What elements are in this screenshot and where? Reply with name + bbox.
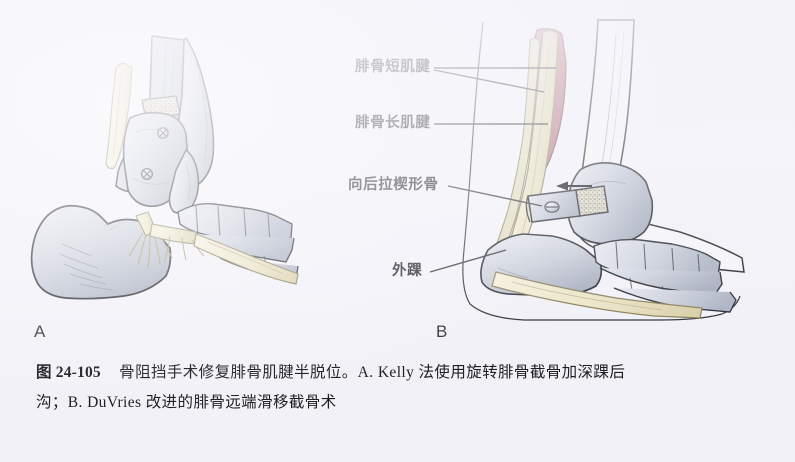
caption-line-1: 骨阻挡手术修复腓骨肌腱半脱位。A. Kelly 法使用旋转腓骨截骨加深踝后 bbox=[119, 364, 626, 381]
sliding-osteotomy-graft-b bbox=[525, 185, 609, 223]
figure-number: 图 24-105 bbox=[36, 364, 101, 381]
metatarsal-bones-b bbox=[480, 233, 737, 313]
leader-line-lateral-malleolus bbox=[429, 249, 507, 273]
skin-outline-b bbox=[462, 21, 741, 321]
calcaneus-bone bbox=[30, 204, 172, 300]
figure-caption: 图 24-105 骨阻挡手术修复腓骨肌腱半脱位。A. Kelly 法使用旋转腓骨… bbox=[36, 358, 752, 418]
panel-letter-a: A bbox=[34, 322, 46, 341]
panel-letter-b: B bbox=[436, 322, 448, 341]
panel-a-illustration bbox=[30, 35, 299, 300]
frayed-tendon-fibers-a bbox=[128, 211, 299, 285]
annotation-peroneus-longus-tendon: 腓骨长肌腱 bbox=[355, 115, 431, 131]
tendon-under-foot-b bbox=[491, 271, 703, 319]
annotation-lateral-malleolus: 外踝 bbox=[392, 263, 423, 279]
fixation-screw-upper bbox=[157, 127, 169, 139]
rotated-fibular-graft bbox=[122, 111, 189, 208]
annotation-peroneus-brevis-tendon: 腓骨短肌腱 bbox=[355, 59, 431, 75]
panel-b-illustration bbox=[462, 19, 745, 321]
posterior-pull-arrow bbox=[556, 181, 592, 191]
annotation-wedge-bone-pulled-posteriorly: 向后拉楔形骨 bbox=[348, 177, 439, 193]
caption-line-2: 沟；B. DuVries 改进的腓骨远端滑移截骨术 bbox=[36, 394, 337, 411]
fixation-screw-lower bbox=[141, 168, 154, 181]
leader-line-peroneus-brevis-2 bbox=[433, 69, 545, 93]
annotation-leader-lines bbox=[429, 67, 556, 273]
peroneal-tendon-strip-a bbox=[105, 62, 133, 170]
leader-line-wedge-bone bbox=[447, 185, 543, 207]
fixation-screw-b bbox=[544, 201, 560, 213]
